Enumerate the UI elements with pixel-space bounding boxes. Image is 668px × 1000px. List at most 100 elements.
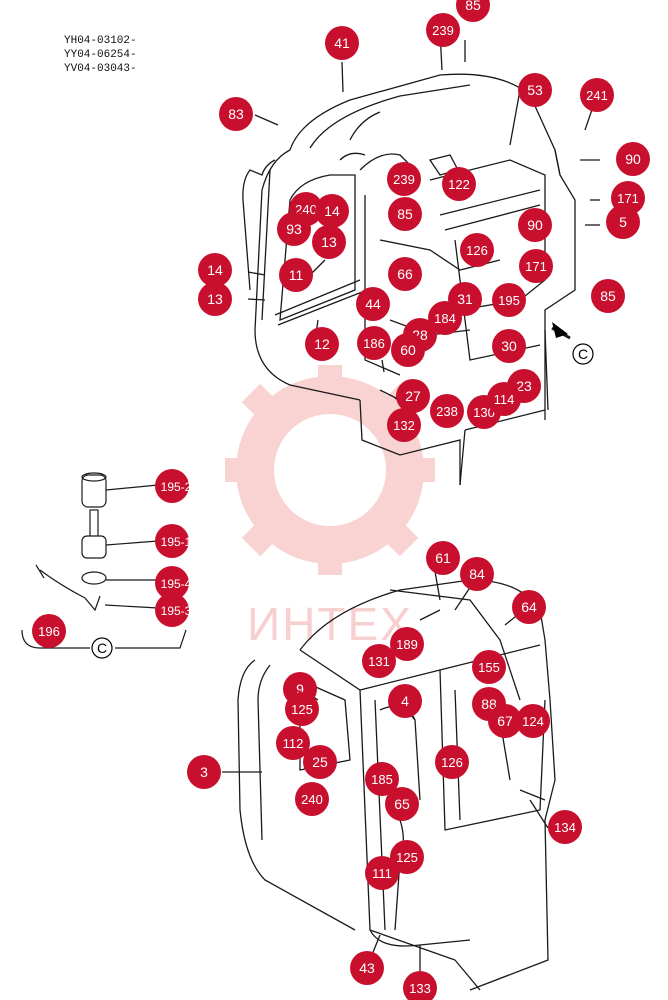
callout-marker-240: 240	[295, 782, 329, 816]
callout-marker-83: 83	[219, 97, 253, 131]
callout-marker-132: 132	[387, 408, 421, 442]
part-code: YV04-03043-	[64, 63, 137, 75]
callout-number: 43	[359, 960, 375, 976]
callout-number: 5	[619, 214, 627, 230]
callout-number: 11	[289, 267, 304, 283]
callout-badge	[365, 762, 399, 796]
callout-number: 132	[393, 418, 415, 433]
callout-number: 85	[465, 0, 481, 13]
callout-badge	[487, 382, 521, 416]
callout-badge	[442, 167, 476, 201]
callout-number: 238	[436, 404, 458, 419]
callout-marker-126: 126	[435, 745, 469, 779]
callout-marker-90: 90	[518, 208, 552, 242]
callout-number: 64	[521, 599, 537, 615]
callout-marker-93: 93	[277, 212, 311, 246]
callout-badge	[518, 208, 552, 242]
callout-badge	[279, 258, 313, 292]
callout-badge	[580, 78, 614, 112]
callout-number: 66	[397, 266, 413, 282]
callout-badge	[548, 810, 582, 844]
watermark-text: ИНТЕХ	[247, 598, 413, 650]
callout-marker-53: 53	[518, 73, 552, 107]
callout-marker-195-2: 195-2	[155, 469, 192, 503]
callout-marker-85: 85	[388, 197, 422, 231]
callout-marker-3: 3	[187, 755, 221, 789]
callout-number: 44	[365, 296, 381, 312]
callout-marker-125: 125	[285, 692, 319, 726]
callout-marker-196: 196	[32, 614, 66, 648]
callout-number: 88	[481, 696, 497, 712]
callout-number: 126	[441, 755, 463, 770]
callout-badge	[385, 787, 419, 821]
callout-number: 14	[324, 203, 340, 219]
callout-number: 65	[394, 796, 410, 812]
callout-marker-189: 189	[390, 627, 424, 661]
callout-marker-12: 12	[305, 327, 339, 361]
callout-number: 25	[312, 754, 328, 770]
callout-badge	[388, 197, 422, 231]
callout-number: 195	[498, 293, 520, 308]
callout-marker-11: 11	[279, 258, 313, 292]
callout-number: 186	[363, 336, 385, 351]
callout-badge	[32, 614, 66, 648]
view-marker-label: C	[578, 346, 588, 362]
callout-badge	[155, 566, 189, 600]
callout-marker-14: 14	[198, 253, 232, 287]
callout-badge	[387, 162, 421, 196]
callout-badge	[460, 557, 494, 591]
part-code: YH04-03102-	[64, 35, 137, 47]
callout-number: 90	[527, 217, 543, 233]
callout-number: 12	[314, 336, 330, 352]
callout-number: 67	[497, 713, 513, 729]
callout-marker-41: 41	[325, 26, 359, 60]
callout-number: 241	[586, 88, 608, 103]
callout-number: 85	[600, 288, 616, 304]
callout-badge	[606, 205, 640, 239]
callout-number: 125	[291, 702, 313, 717]
callout-number: 195-2	[161, 480, 192, 494]
callout-badge	[391, 333, 425, 367]
callout-number: 60	[400, 342, 416, 358]
callout-number: 84	[469, 566, 485, 582]
callout-badge	[357, 326, 391, 360]
callout-badge	[591, 279, 625, 313]
callout-number: 90	[625, 151, 641, 167]
callout-number: 85	[397, 206, 413, 222]
callout-marker-13: 13	[312, 225, 346, 259]
callout-marker-64: 64	[512, 590, 546, 624]
callout-marker-238: 238	[430, 394, 464, 428]
callout-badge	[305, 327, 339, 361]
callout-badge	[365, 856, 399, 890]
callout-badge	[390, 627, 424, 661]
callout-marker-25: 25	[303, 745, 337, 779]
callout-badge	[388, 257, 422, 291]
callout-number: 196	[38, 624, 60, 639]
callout-marker-126: 126	[460, 233, 494, 267]
callout-marker-4: 4	[388, 684, 422, 718]
callout-marker-5: 5	[606, 205, 640, 239]
callout-badge	[428, 301, 462, 335]
detail-c-drawing	[21, 472, 187, 649]
callout-marker-44: 44	[356, 287, 390, 321]
callout-marker-134: 134	[548, 810, 582, 844]
detail-marker-label: C	[97, 640, 107, 656]
callout-badge	[155, 524, 189, 558]
callout-number: 114	[494, 392, 515, 407]
callout-badge	[277, 212, 311, 246]
callout-badge	[350, 951, 384, 985]
detail-marker-circle	[91, 637, 113, 659]
callout-number: 195-3	[161, 604, 192, 618]
callout-number: 131	[368, 654, 390, 669]
watermark-gear-logo	[225, 365, 435, 575]
callout-number: 195-1	[161, 535, 192, 549]
callout-marker-133: 133	[403, 971, 437, 1000]
callout-badge	[155, 593, 189, 627]
callout-badge	[198, 253, 232, 287]
callout-badge	[155, 469, 189, 503]
callout-number: 185	[371, 772, 393, 787]
callout-number: 134	[554, 820, 576, 835]
callout-badge	[426, 13, 460, 47]
callout-marker-85: 85	[456, 0, 490, 22]
